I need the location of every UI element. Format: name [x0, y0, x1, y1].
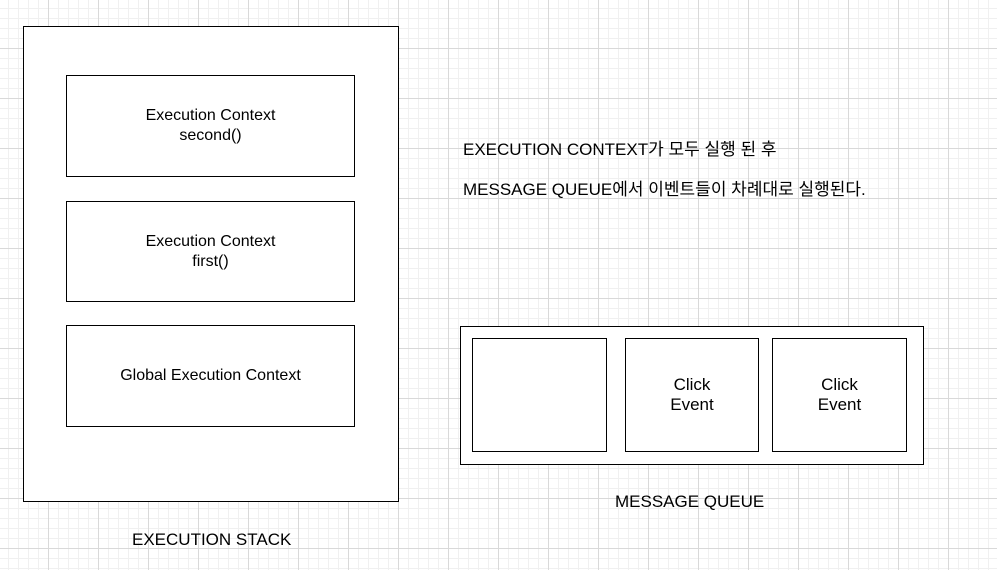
message-queue-label: MESSAGE QUEUE	[615, 492, 765, 511]
queue-slot-line2: Event	[670, 395, 714, 414]
queue-slot-line1: Click	[673, 375, 711, 394]
context-title: Execution Context	[145, 107, 276, 124]
execution-context-second: Execution Context second()	[66, 75, 355, 177]
global-execution-context: Global Execution Context	[66, 325, 355, 427]
context-title: Execution Context	[145, 232, 276, 250]
context-function: second()	[179, 127, 242, 144]
note-line-2: MESSAGE QUEUE에서 이벤트들이 차례대로 실행된다.	[463, 180, 866, 199]
execution-stack-label: EXECUTION STACK	[132, 530, 292, 549]
queue-slot-line2: Event	[817, 395, 862, 414]
note-line-1: EXECUTION CONTEXT가 모두 실행 된 후	[463, 140, 777, 159]
queue-slot-click-event: Click Event	[772, 338, 907, 452]
queue-slot-click-event: Click Event	[625, 338, 759, 452]
queue-slot-line1: Click	[821, 375, 858, 394]
context-function: first()	[192, 252, 229, 270]
execution-context-first: Execution Context first()	[66, 201, 355, 302]
queue-slot-empty	[472, 338, 607, 452]
context-title: Global Execution Context	[120, 367, 301, 384]
